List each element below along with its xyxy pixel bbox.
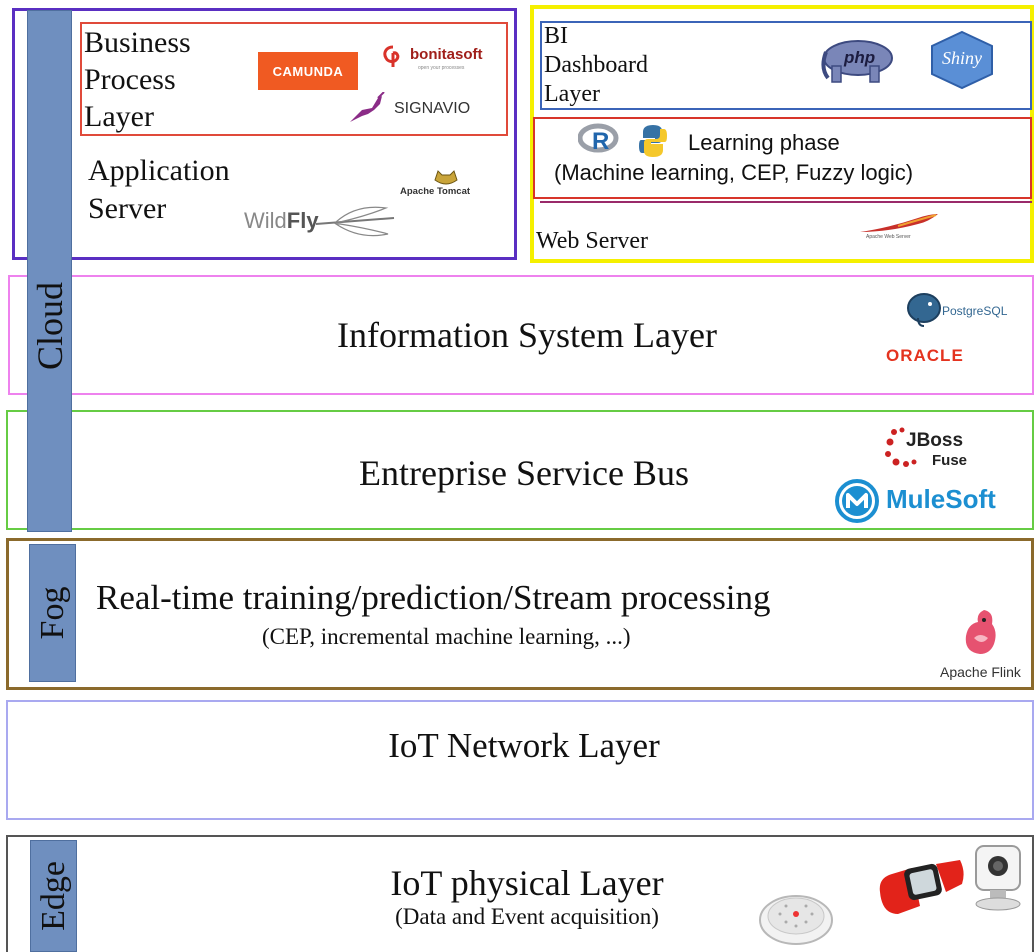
bpl-title-line1: Business — [84, 26, 191, 59]
signavio-logo: SIGNAVIO — [348, 92, 488, 126]
bpl-title-line2: Process — [84, 63, 176, 96]
bi-dashboard-layer-frame — [540, 21, 1032, 110]
bonitasoft-tagline: open your processes — [418, 65, 465, 71]
jboss-dots-icon — [885, 427, 917, 467]
tomcat-cat-icon — [434, 170, 458, 185]
jboss-fuse-logo: JBoss Fuse — [884, 424, 994, 472]
python-snake-icon — [639, 125, 667, 157]
tomcat-logo-text: Apache Tomcat — [400, 186, 471, 197]
information-system-layer-frame — [8, 275, 1034, 395]
bi-outer-frame — [530, 5, 1034, 263]
fuse-logo-text: Fuse — [932, 452, 968, 469]
business-process-layer-title: Business Process Layer — [84, 24, 191, 135]
application-frame — [12, 8, 517, 260]
fog-layer-title: Real-time training/prediction/Stream pro… — [96, 578, 771, 617]
smoke-detector-icon — [759, 895, 833, 945]
camunda-logo: CAMUNDA — [258, 52, 358, 90]
learning-phase-line2: (Machine learning, CEP, Fuzzy logic) — [554, 160, 914, 185]
fog-layer-frame — [6, 538, 1034, 690]
enterprise-service-bus-label: Entreprise Service Bus — [359, 453, 689, 493]
mulesoft-logo: MuleSoft — [834, 478, 1024, 524]
bonitasoft-logo: bonitasoft open your processes — [380, 42, 490, 76]
edge-tier-label: Edge — [34, 861, 72, 931]
smartwatch-icon — [879, 860, 964, 914]
shiny-hexagon-icon — [931, 30, 993, 90]
cloud-tier-bar: Cloud — [27, 10, 72, 532]
iot-physical-layer-frame — [6, 835, 1034, 952]
apache-web-server-text: Apache Web Server — [866, 234, 911, 240]
apache-tomcat-logo: Apache Tomcat — [398, 166, 502, 202]
iot-network-layer-frame — [6, 700, 1034, 820]
php-logo: php — [818, 38, 894, 84]
bpl-title-line3: Layer — [84, 100, 154, 133]
apache-flink-logo: Apache Flink — [938, 608, 1034, 684]
mulesoft-m-icon — [835, 479, 879, 523]
postgresql-logo: PostgreSQL — [904, 292, 1034, 328]
fog-tier-bar: Fog — [29, 544, 76, 682]
information-system-layer-label: Information System Layer — [337, 315, 717, 355]
app-server-line2: Server — [88, 192, 167, 225]
edge-tier-bar: Edge — [30, 840, 77, 952]
fog-tier-label: Fog — [33, 586, 71, 640]
apache-web-server-logo: Apache Web Server — [858, 212, 942, 244]
postgresql-logo-text: PostgreSQL — [942, 304, 1008, 318]
bi-title-line2: Dashboard — [544, 52, 648, 78]
postgres-elephant-icon — [907, 293, 941, 327]
antelope-icon — [350, 92, 385, 122]
flink-squirrel-icon — [965, 610, 996, 654]
wildfly-logo: WildFly — [244, 200, 404, 244]
bonitasoft-logo-text: bonitasoft — [410, 46, 483, 63]
app-server-line1: Application — [88, 154, 230, 187]
bi-dashboard-layer-title: BI Dashboard Layer — [544, 22, 648, 109]
bonitasoft-swirl-icon — [383, 45, 400, 67]
iot-network-layer-label: IoT Network Layer — [388, 726, 660, 765]
cloud-tier-label: Cloud — [29, 281, 70, 371]
r-logo: R — [577, 122, 624, 158]
learning-phase-underline — [540, 201, 1032, 203]
camunda-logo-text: CAMUNDA — [272, 63, 344, 79]
learning-phase-frame — [533, 117, 1032, 199]
r-ring-icon — [577, 123, 619, 153]
iot-physical-layer-subtitle: (Data and Event acquisition) — [395, 904, 659, 929]
wildfly-logo-text-b: Fly — [286, 208, 319, 233]
apache-flink-logo-text: Apache Flink — [940, 664, 1021, 680]
shiny-logo: Shiny — [928, 30, 996, 90]
signavio-logo-text: SIGNAVIO — [394, 100, 471, 117]
bi-title-line1: BI — [544, 23, 568, 49]
r-logo-text: R — [592, 128, 610, 155]
php-logo-text: php — [844, 48, 876, 67]
business-process-layer-frame — [80, 22, 508, 136]
web-server-label: Web Server — [536, 228, 649, 254]
mulesoft-logo-text: MuleSoft — [886, 484, 996, 514]
python-logo — [638, 124, 668, 158]
home-camera-icon — [975, 845, 1021, 911]
apache-feather-icon — [860, 214, 938, 232]
wildfly-logo-text-a: Wild — [244, 208, 287, 233]
shiny-logo-text: Shiny — [942, 48, 982, 68]
php-elephant-icon — [821, 40, 893, 83]
oracle-logo: ORACLE — [886, 346, 964, 365]
learning-phase-text: Learning phase (Machine learning, CEP, F… — [548, 128, 1026, 188]
fog-layer-subtitle: (CEP, incremental machine learning, ...) — [262, 624, 631, 649]
bi-title-line3: Layer — [544, 81, 600, 107]
dragonfly-icon — [316, 206, 395, 237]
jboss-logo-text: JBoss — [906, 430, 964, 451]
learning-phase-line1: Learning phase — [688, 130, 840, 155]
application-server-title: Application Server — [88, 152, 230, 228]
iot-physical-layer-title: IoT physical Layer — [390, 863, 664, 903]
